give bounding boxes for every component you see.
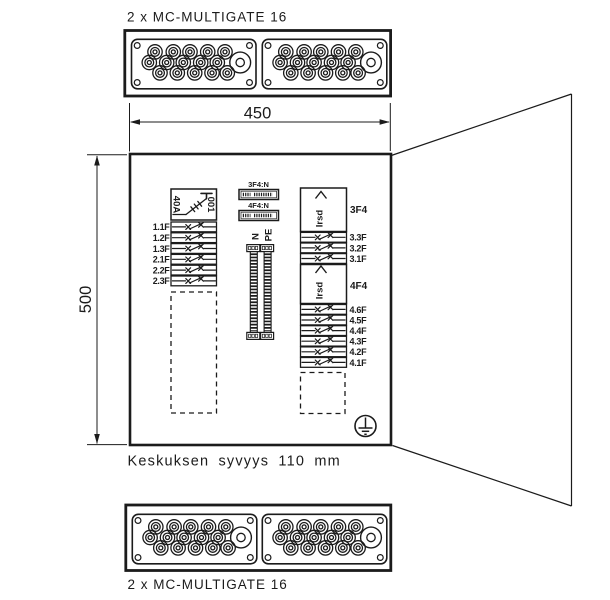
breaker-label: 4.5F [350, 315, 368, 325]
pe-bus-label: PE [264, 229, 275, 242]
breaker-label: 1.2F [153, 233, 171, 243]
breaker-label: 4.2F [350, 347, 368, 357]
strip1-label: 3F4:N [248, 180, 269, 189]
breaker-label: 1.1F [153, 222, 171, 232]
breaker-row [170, 275, 218, 287]
breaker-row [299, 252, 348, 265]
top-gland-label: 2 x MC-MULTIGATE 16 [127, 10, 287, 25]
chevron-up-icon [314, 190, 328, 199]
neutral-terminal-strip-2: 4F4:N [238, 201, 280, 222]
main-switch-rating: 40A [171, 196, 182, 214]
breaker-row [170, 242, 218, 255]
dimension-arrow-up-icon [94, 155, 100, 166]
rcd-device-text: Irsd [315, 210, 326, 228]
main-switch: 40A 001 [170, 188, 218, 221]
breaker-row [299, 314, 348, 326]
breaker-row [299, 303, 348, 315]
width-dimension: 450 [129, 103, 391, 152]
breaker-label: 3.3F [350, 233, 368, 243]
breaker-row [170, 253, 218, 265]
reserve-space-right [299, 371, 346, 415]
breaker-label: 4.6F [350, 305, 368, 315]
breaker-row [299, 356, 348, 368]
panel-enclosure-outline [128, 152, 393, 447]
breaker-row [170, 221, 218, 233]
group3-label: 3F4 [350, 205, 368, 216]
breaker-label: 2.1F [153, 255, 171, 265]
breaker-row [170, 232, 218, 244]
neutral-terminal-strip-1: 3F4:N [238, 180, 280, 201]
neutral-bus-label: N [251, 233, 262, 240]
breaker-row [299, 335, 348, 347]
width-dim-text: 450 [244, 105, 272, 123]
reserve-space-left [170, 291, 218, 414]
rcd-device-text: Irsd [315, 282, 326, 300]
breaker-label: 1.3F [153, 244, 171, 254]
chevron-up-icon [314, 264, 328, 274]
bottom-gland-label: 2 x MC-MULTIGATE 16 [128, 577, 288, 592]
main-switch-id: 001 [205, 197, 216, 214]
breaker-label: 4.4F [350, 326, 368, 336]
breaker-label: 2.3F [153, 276, 171, 286]
depth-note: Keskuksen syvyys 110 mm [128, 454, 341, 470]
breaker-row [170, 264, 218, 276]
dimension-arrow-down-icon [94, 434, 100, 444]
height-dim-text: 500 [77, 286, 95, 314]
strip2-label: 4F4:N [248, 201, 269, 210]
breaker-label: 3.1F [350, 254, 368, 264]
earth-ground-icon [354, 414, 377, 438]
breaker-label: 4.3F [350, 337, 368, 347]
breaker-label: 2.2F [153, 265, 171, 275]
group4-label: 4F4 [350, 281, 368, 292]
left-breaker-rows: 1.1F 1.2F 1.3F 2.1F 2.2F 2.3F [153, 221, 218, 287]
breaker-row [299, 346, 348, 358]
main-switch-symbol [172, 192, 213, 216]
bottom-gland-assembly [124, 503, 393, 572]
rcd-group-3f4: Irsd 3F4 3.3F 3.2F 3.1F [299, 187, 368, 265]
dimension-arrow-right-icon [379, 119, 390, 125]
breaker-row [299, 325, 348, 337]
door-outline [391, 93, 573, 507]
neutral-busbar [247, 245, 260, 340]
top-gland-assembly [123, 29, 392, 98]
dimension-arrow-left-icon [129, 119, 140, 125]
breaker-row [299, 231, 348, 243]
height-dimension: 500 [77, 154, 127, 446]
breaker-label: 4.1F [350, 358, 368, 368]
pe-busbar [261, 245, 274, 340]
rcd-group-4f4: Irsd 4F4 4.6F 4.5F 4.4F 4.3F 4.2F 4.1F [299, 263, 368, 368]
breaker-label: 3.2F [350, 243, 368, 253]
breaker-row [299, 242, 348, 254]
